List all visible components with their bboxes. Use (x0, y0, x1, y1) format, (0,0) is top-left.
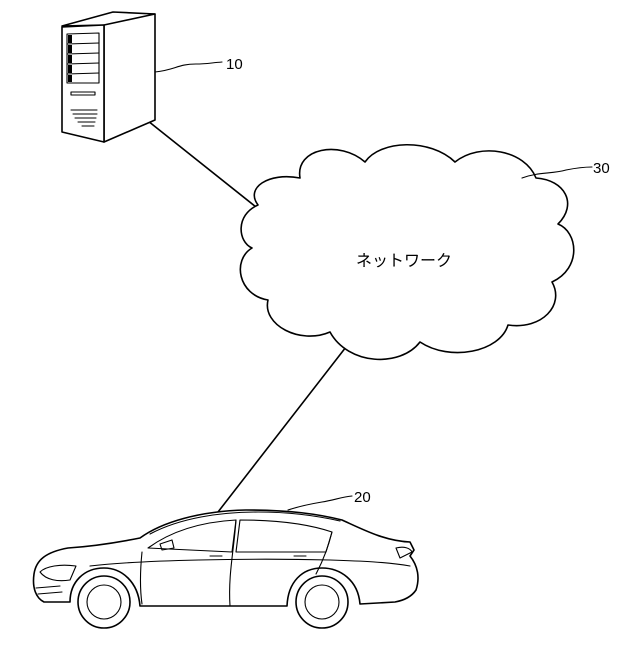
car-icon (33, 510, 418, 628)
server-leader (155, 62, 222, 72)
network-label: ネットワーク (356, 252, 452, 270)
server-icon (62, 12, 155, 142)
vehicle-ref-label: 20 (354, 489, 371, 506)
vehicle-leader (288, 496, 352, 510)
edge-network-vehicle (218, 347, 346, 512)
edge-server-network (143, 117, 256, 207)
network-ref-label: 30 (593, 160, 610, 177)
server-ref-label: 10 (226, 56, 243, 73)
